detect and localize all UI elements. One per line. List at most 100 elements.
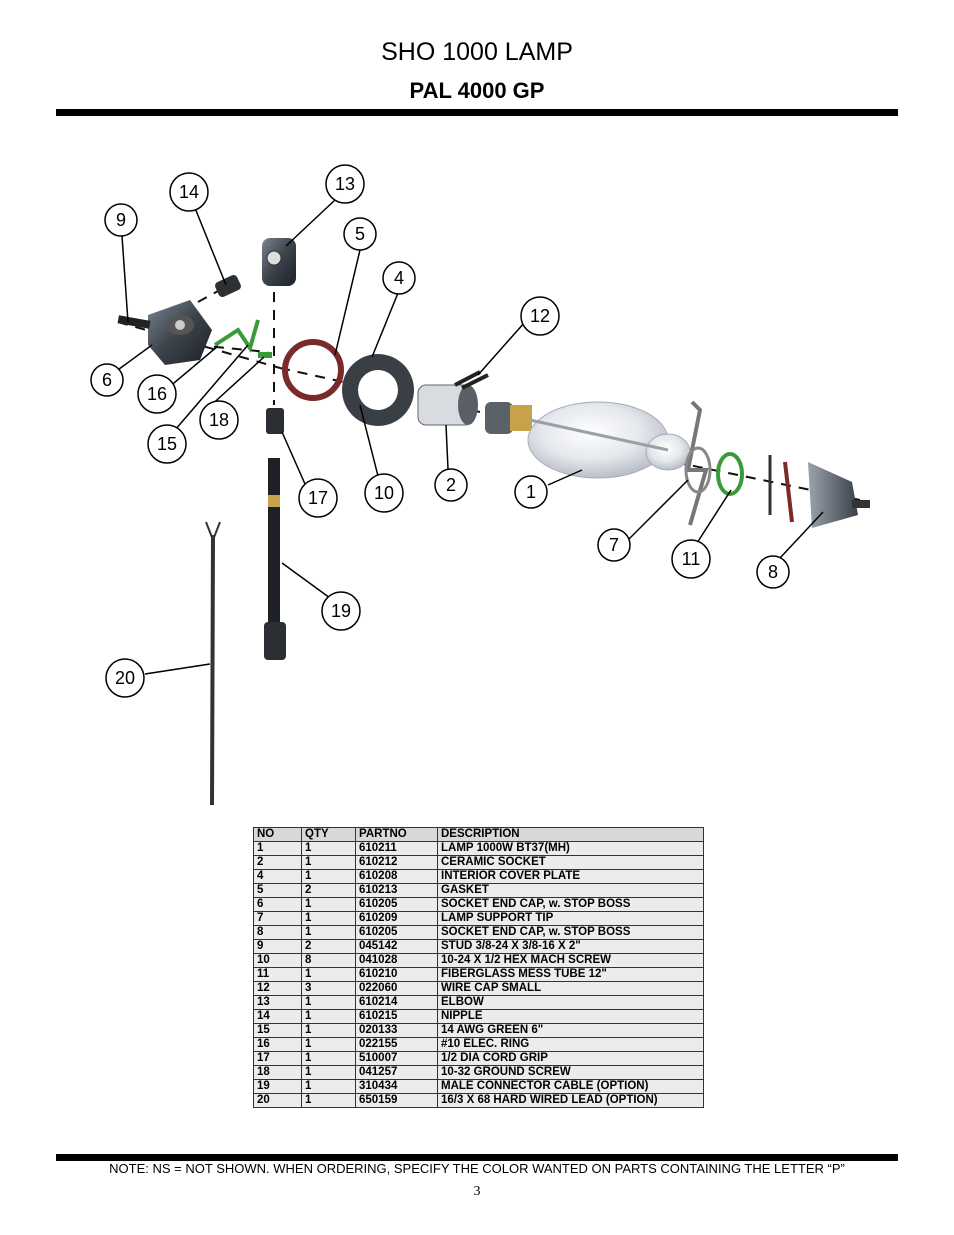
callout-1: 1 [526,482,536,502]
callout-18: 18 [209,410,229,430]
cell-qty: 2 [301,939,356,954]
wire-caps-part [454,370,489,390]
cell-no: 20 [253,1093,302,1108]
callout-15: 15 [157,434,177,454]
exploded-parts-diagram: 14 13 9 5 4 12 6 16 18 15 17 10 2 1 7 11… [90,164,870,806]
cell-qty: 1 [301,911,356,926]
callout-5: 5 [355,224,365,244]
hard-wired-lead-part [205,521,221,806]
callout-7: 7 [609,535,619,555]
cell-partno: 310434 [355,1079,438,1094]
cell-partno: 510007 [355,1051,438,1066]
cell-no: 18 [253,1065,302,1080]
top-rule [56,109,898,116]
callout-20: 20 [115,668,135,688]
cell-qty: 2 [301,883,356,898]
footer-note: NOTE: NS = NOT SHOWN. WHEN ORDERING, SPE… [109,1161,845,1176]
callout-13: 13 [335,174,355,194]
cell-qty: 1 [301,1065,356,1080]
callout-11: 11 [682,549,701,569]
cell-no: 1 [253,841,302,856]
cell-description: GASKET [437,883,704,898]
callout-12: 12 [530,306,550,326]
support-ring [684,446,712,494]
callout-labels: 14 13 9 5 4 12 6 16 18 15 17 10 2 1 7 11… [102,174,778,688]
cell-no: 9 [253,939,302,954]
cell-no: 4 [253,869,302,884]
cell-partno: 020133 [355,1023,438,1038]
col-header-qty: QTY [301,827,356,842]
cell-partno: 610205 [355,925,438,940]
cell-qty: 1 [301,897,356,912]
table-header-row: NO QTY PARTNO DESCRIPTION [253,827,704,842]
cell-partno: 650159 [355,1093,438,1108]
cell-qty: 3 [301,981,356,996]
cell-partno: 610215 [355,1009,438,1024]
gasket-part [282,339,344,401]
cell-no: 8 [253,925,302,940]
cell-partno: 610208 [355,869,438,884]
cell-description: CERAMIC SOCKET [437,855,704,870]
cell-description: #10 ELEC. RING [437,1037,704,1052]
callout-19: 19 [331,601,351,621]
cell-description: FIBERGLASS MESS TUBE 12" [437,967,704,982]
green-wire-part [213,319,260,353]
cell-no: 16 [253,1037,302,1052]
lamp-bulb-part [485,401,691,479]
cell-no: 7 [253,911,302,926]
cell-description: LAMP 1000W BT37(MH) [437,841,704,856]
cell-qty: 1 [301,1093,356,1108]
cell-no: 6 [253,897,302,912]
cell-no: 5 [253,883,302,898]
ceramic-socket-part [417,384,478,426]
elbow-part [262,238,296,286]
cell-partno: 610214 [355,995,438,1010]
cell-qty: 1 [301,855,356,870]
stud-part [117,315,151,329]
cell-partno: 022155 [355,1037,438,1052]
cell-partno: 022060 [355,981,438,996]
cell-qty: 1 [301,1079,356,1094]
cell-description: STUD 3/8-24 X 3/8-16 X 2" [437,939,704,954]
mess-tube-ring-part [716,452,744,496]
cell-qty: 1 [301,1009,356,1024]
col-header-no: NO [253,827,302,842]
cell-partno: 610213 [355,883,438,898]
cell-qty: 8 [301,953,356,968]
cell-description: SOCKET END CAP, w. STOP BOSS [437,897,704,912]
cell-no: 12 [253,981,302,996]
cell-qty: 1 [301,925,356,940]
callout-14: 14 [179,182,199,202]
cell-description: 1/2 DIA CORD GRIP [437,1051,704,1066]
cell-no: 15 [253,1023,302,1038]
cell-description: 14 AWG GREEN 6" [437,1023,704,1038]
ground-screw-part [258,352,272,358]
cell-no: 14 [253,1009,302,1024]
cell-partno: 041028 [355,953,438,968]
page-subtitle: PAL 4000 GP [409,78,545,103]
callout-2: 2 [446,475,456,495]
cell-no: 11 [253,967,302,982]
cell-qty: 1 [301,841,356,856]
cell-qty: 1 [301,1037,356,1052]
gasket-right [783,461,794,523]
cell-qty: 1 [301,967,356,982]
